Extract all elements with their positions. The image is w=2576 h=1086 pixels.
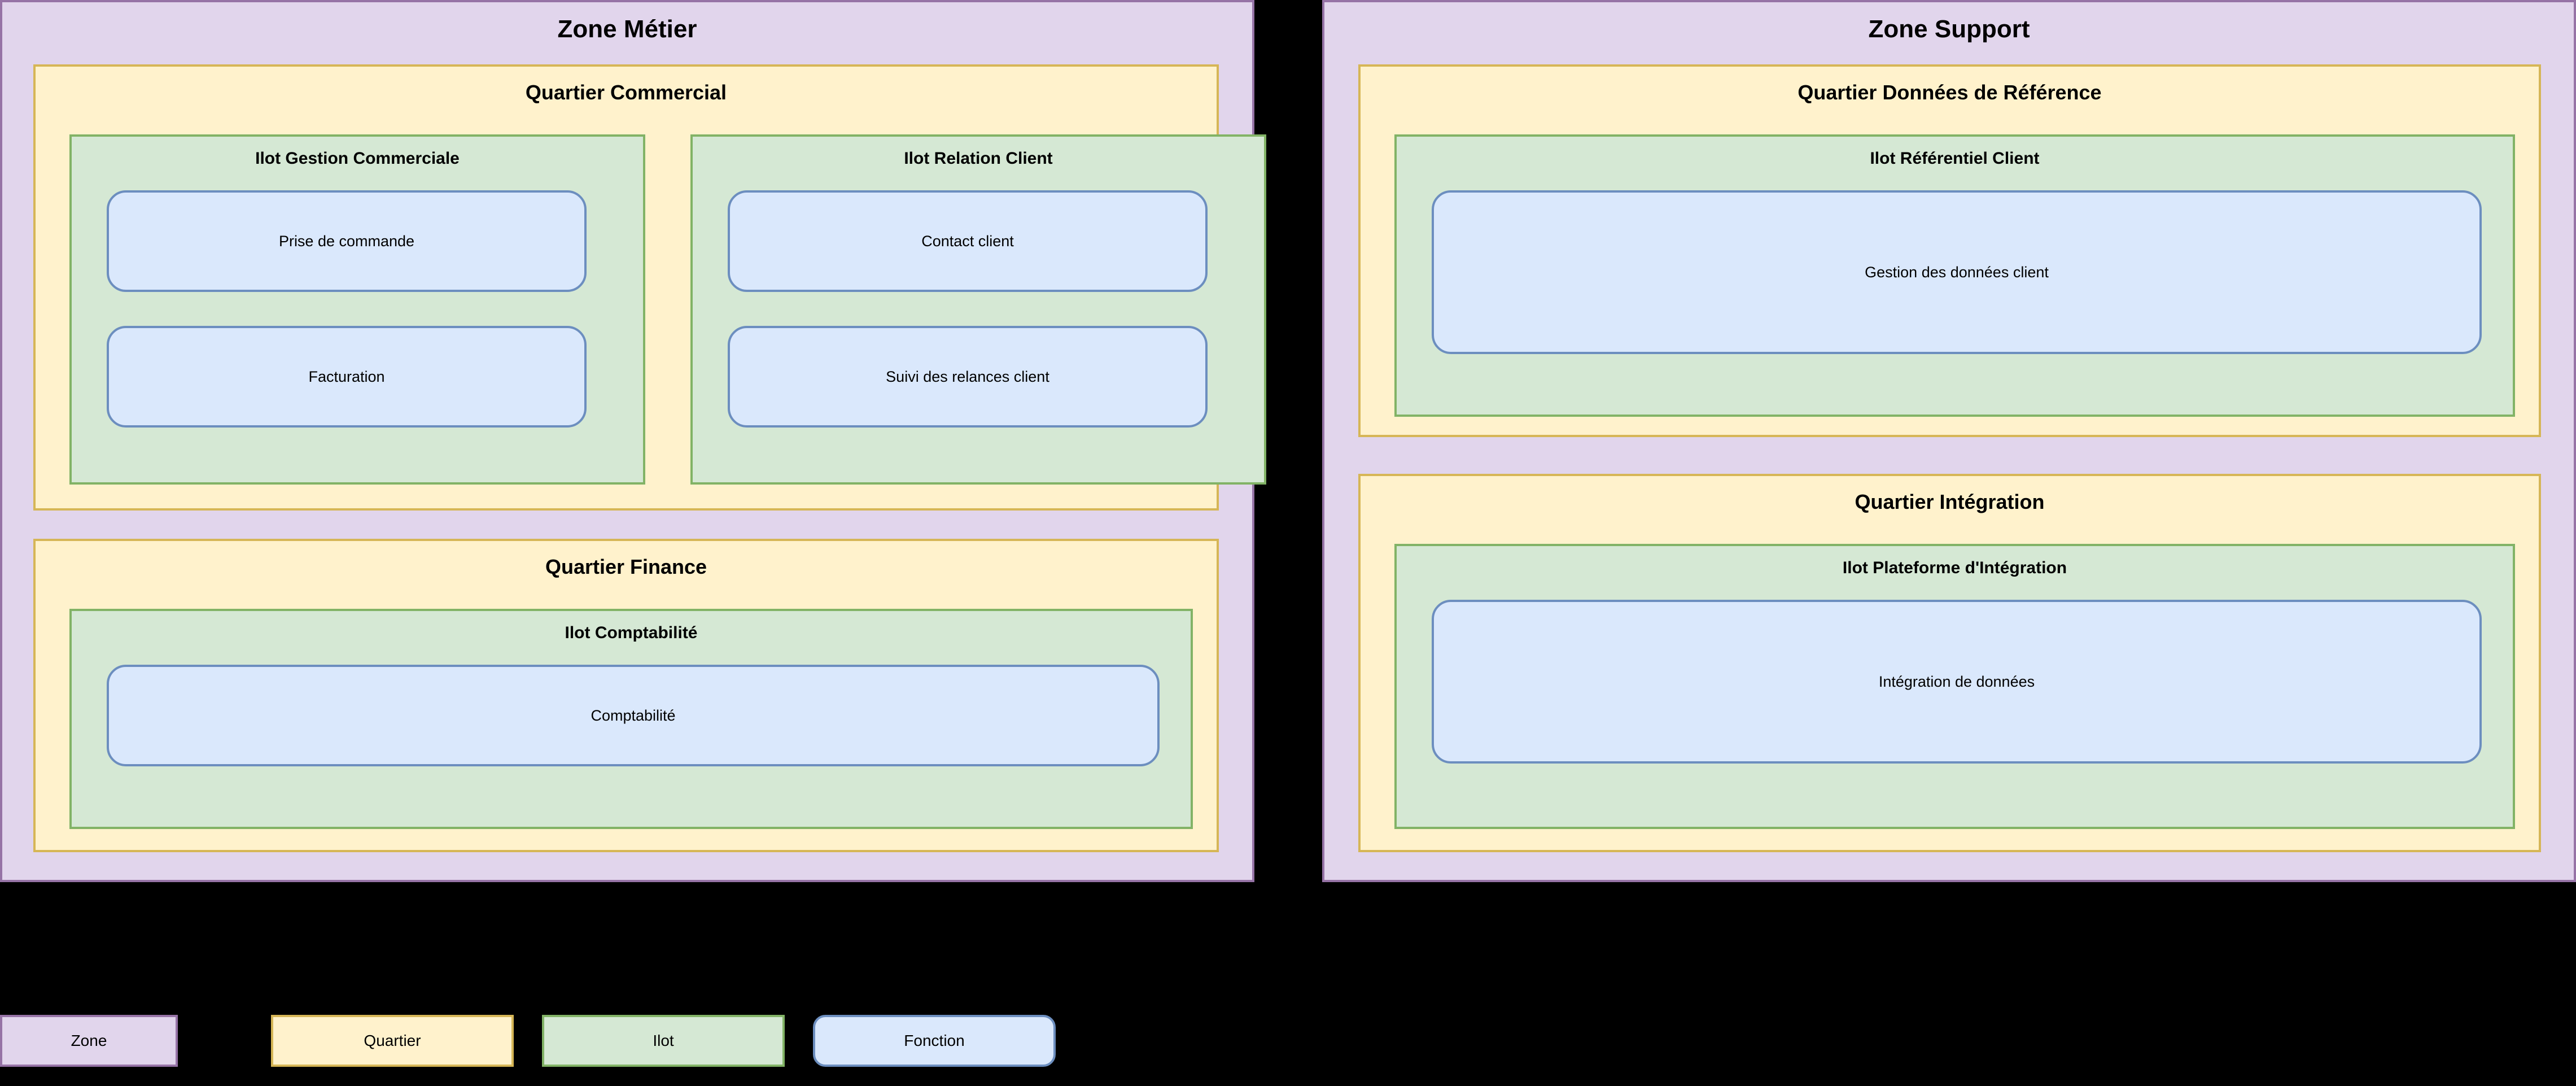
fonction-suivi-des-relances-client[interactable]: Suivi des relances client (728, 326, 1208, 428)
quartier-finance[interactable]: Quartier Finance Ilot Comptabilité Compt… (33, 539, 1219, 852)
fonction-facturation[interactable]: Facturation (107, 326, 587, 428)
zone-metier-title: Zone Métier (557, 15, 697, 43)
quartier-commercial-title: Quartier Commercial (525, 81, 727, 104)
ilot-plateforme-d-integration[interactable]: Ilot Plateforme d'Intégration Intégratio… (1394, 544, 2515, 829)
quartier-commercial[interactable]: Quartier Commercial Ilot Gestion Commerc… (33, 64, 1266, 511)
fonction-label: Prise de commande (278, 232, 415, 250)
fonction-label: Gestion des données client (1865, 263, 2049, 281)
ilot-referentiel-client-title: Ilot Référentiel Client (1870, 149, 2040, 168)
ilot-relation-client-title: Ilot Relation Client (904, 149, 1053, 168)
fonction-label: Intégration de données (1878, 673, 2035, 690)
zone-metier[interactable]: Zone Métier Quartier Commercial Ilot Ges… (0, 0, 1266, 882)
fonction-label: Contact client (921, 232, 1014, 250)
quartier-integration[interactable]: Quartier Intégration Ilot Plateforme d'I… (1358, 474, 2541, 852)
ilot-comptabilite-title: Ilot Comptabilité (565, 623, 698, 642)
legend-item-quartier[interactable]: Quartier (271, 1015, 514, 1067)
quartier-donnees-de-reference-title: Quartier Données de Référence (1797, 81, 2102, 104)
fonction-label: Comptabilité (591, 706, 676, 724)
quartier-donnees-de-reference[interactable]: Quartier Données de Référence Ilot Référ… (1358, 64, 2541, 437)
fonction-gestion-des-donnees-client[interactable]: Gestion des données client (1432, 190, 2482, 354)
fonction-label: Facturation (308, 368, 385, 385)
legend: Zone Quartier Ilot Fonction (0, 1015, 1073, 1086)
legend-item-ilot[interactable]: Ilot (542, 1015, 785, 1067)
ilot-referentiel-client[interactable]: Ilot Référentiel Client Gestion des donn… (1394, 134, 2515, 417)
fonction-prise-de-commande[interactable]: Prise de commande (107, 190, 587, 292)
quartier-finance-title: Quartier Finance (545, 555, 707, 578)
fonction-label: Suivi des relances client (886, 368, 1049, 385)
fonction-comptabilite[interactable]: Comptabilité (107, 665, 1160, 766)
fonction-contact-client[interactable]: Contact client (728, 190, 1208, 292)
fonction-integration-de-donnees[interactable]: Intégration de données (1432, 600, 2482, 764)
legend-item-fonction[interactable]: Fonction (813, 1015, 1056, 1067)
ilot-relation-client[interactable]: Ilot Relation Client Contact client Suiv… (690, 134, 1266, 485)
legend-label: Zone (71, 1032, 107, 1049)
ilot-comptabilite[interactable]: Ilot Comptabilité Comptabilité (69, 609, 1193, 829)
legend-item-zone[interactable]: Zone (0, 1015, 178, 1067)
legend-label: Ilot (653, 1032, 674, 1049)
legend-label: Fonction (904, 1032, 965, 1049)
zone-support-title: Zone Support (1868, 15, 2030, 43)
ilot-plateforme-d-integration-title: Ilot Plateforme d'Intégration (1842, 559, 2067, 577)
ilot-gestion-commerciale-title: Ilot Gestion Commerciale (255, 149, 460, 168)
quartier-integration-title: Quartier Intégration (1855, 490, 2045, 513)
zone-support[interactable]: Zone Support Quartier Données de Référen… (1322, 0, 2576, 882)
ilot-gestion-commerciale[interactable]: Ilot Gestion Commerciale Prise de comman… (69, 134, 645, 485)
legend-label: Quartier (364, 1032, 421, 1049)
